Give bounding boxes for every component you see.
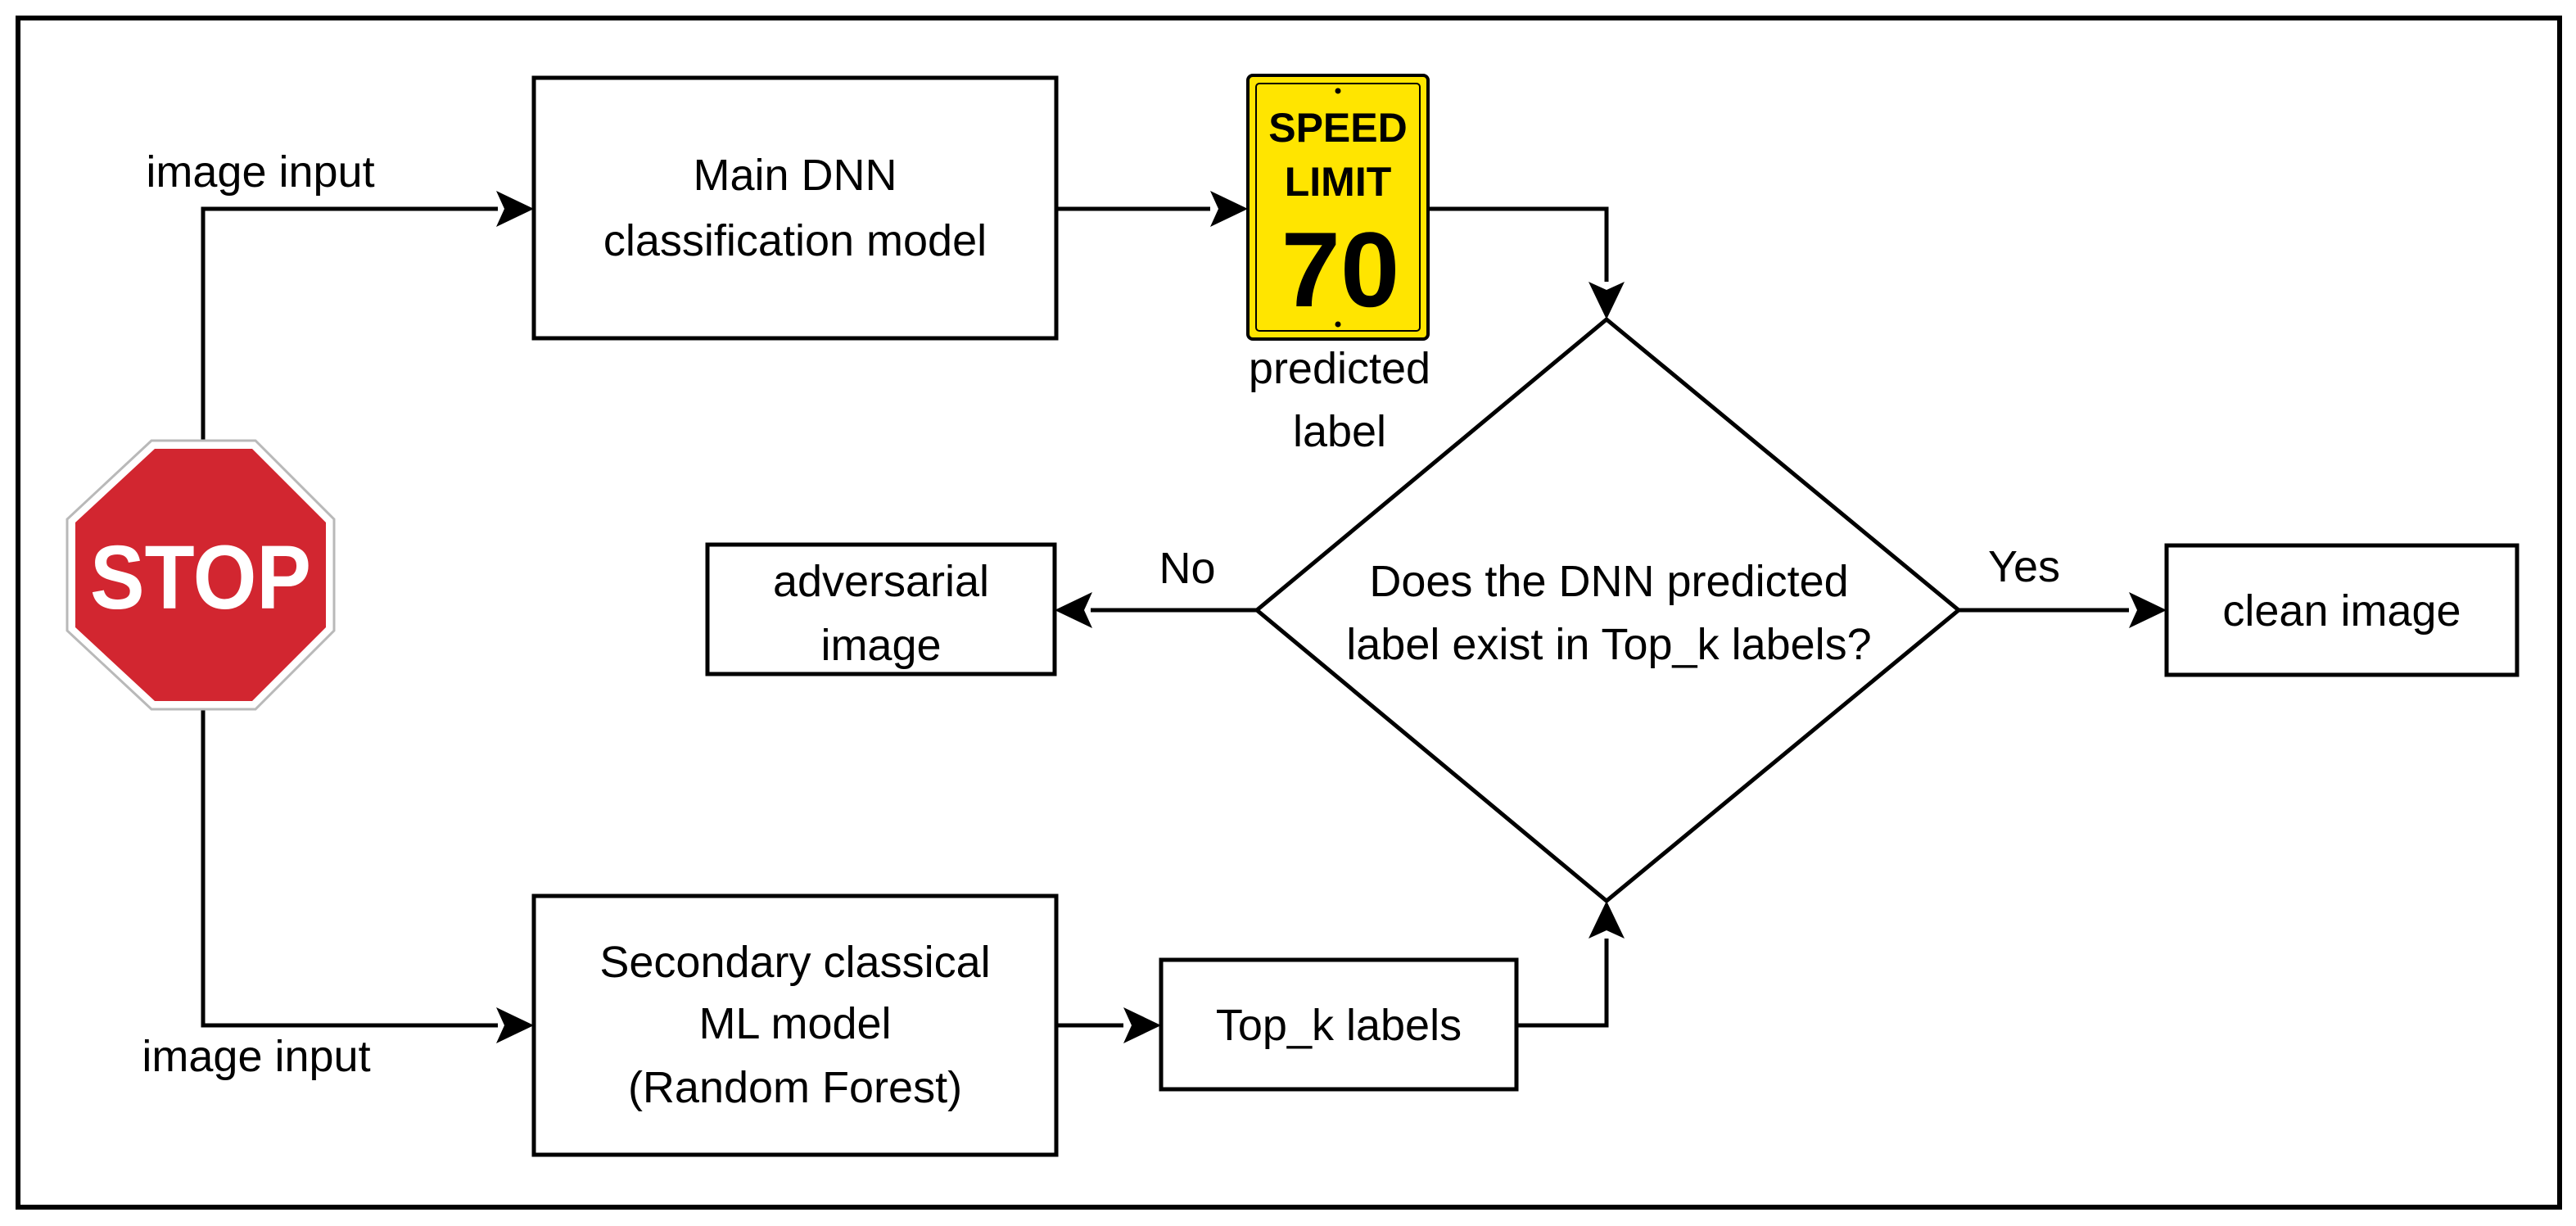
connector-top-k-to-decision <box>1516 939 1609 1028</box>
stop-sign-image: STOP <box>66 439 336 711</box>
top-k-box: Top_k labels <box>1159 957 1519 1092</box>
decision-line2: label exist in Top_k labels? <box>1346 620 1871 669</box>
secondary-label-line2: ML model <box>698 999 891 1048</box>
label-image-input-top: image input <box>146 147 374 197</box>
adversarial-image-box: adversarial image <box>705 542 1057 676</box>
speed-sign-background <box>1246 74 1430 341</box>
stop-sign-octagon <box>75 449 326 701</box>
arrowhead-secondary <box>496 1007 534 1043</box>
main-dnn-label-line1: Main DNN <box>693 151 897 200</box>
arrowhead-main-dnn <box>496 191 534 227</box>
arrowhead-top-k <box>1123 1007 1161 1043</box>
label-no: No <box>1159 544 1215 593</box>
secondary-label-line1: Secondary classical <box>599 938 990 987</box>
top-k-label: Top_k labels <box>1216 1001 1462 1050</box>
label-predicted: predicted <box>1249 344 1430 393</box>
speed-sign-inner-border <box>1255 83 1421 332</box>
secondary-label-line3: (Random Forest) <box>628 1063 962 1112</box>
decision-line1: Does the DNN predicted <box>1369 557 1848 606</box>
outer-frame <box>16 16 2562 1210</box>
connector-speed-sign-to-decision <box>1429 206 1609 282</box>
speed-sign-line1: SPEED <box>1268 105 1408 151</box>
adversarial-label-line2: image <box>820 621 941 670</box>
label-image-input-bottom: image input <box>142 1032 370 1081</box>
arrowhead-adversarial <box>1055 592 1092 628</box>
label-yes: Yes <box>1988 542 2060 591</box>
arrowhead-clean <box>2129 592 2167 628</box>
speed-sign-hole-top <box>1335 88 1341 94</box>
speed-sign-hole-bottom <box>1335 321 1341 328</box>
arrowhead-decision-bottom <box>1589 901 1625 939</box>
connector-stop-to-main-dnn <box>201 206 498 441</box>
speed-limit-sign-image: SPEED LIMIT 70 <box>1246 74 1430 341</box>
speed-sign-line2: LIMIT <box>1285 159 1392 205</box>
adversarial-label-line1: adversarial <box>773 557 989 606</box>
speed-sign-number: 70 <box>1281 210 1400 329</box>
label-label: label <box>1293 407 1386 456</box>
main-dnn-label-line2: classification model <box>603 216 987 265</box>
connector-stop-to-secondary <box>201 709 498 1028</box>
arrowhead-decision-top <box>1589 282 1625 319</box>
stop-sign-text: STOP <box>90 527 311 628</box>
main-dnn-box: Main DNN classification model <box>531 75 1059 341</box>
clean-label: clean image <box>2222 586 2461 636</box>
arrowhead-speed-sign <box>1210 191 1248 227</box>
connectors <box>201 191 2167 1043</box>
decision-diamond: Does the DNN predicted label exist in To… <box>1254 316 1962 904</box>
clean-image-box: clean image <box>2164 543 2520 677</box>
secondary-model-box: Secondary classical ML model (Random For… <box>531 893 1059 1157</box>
